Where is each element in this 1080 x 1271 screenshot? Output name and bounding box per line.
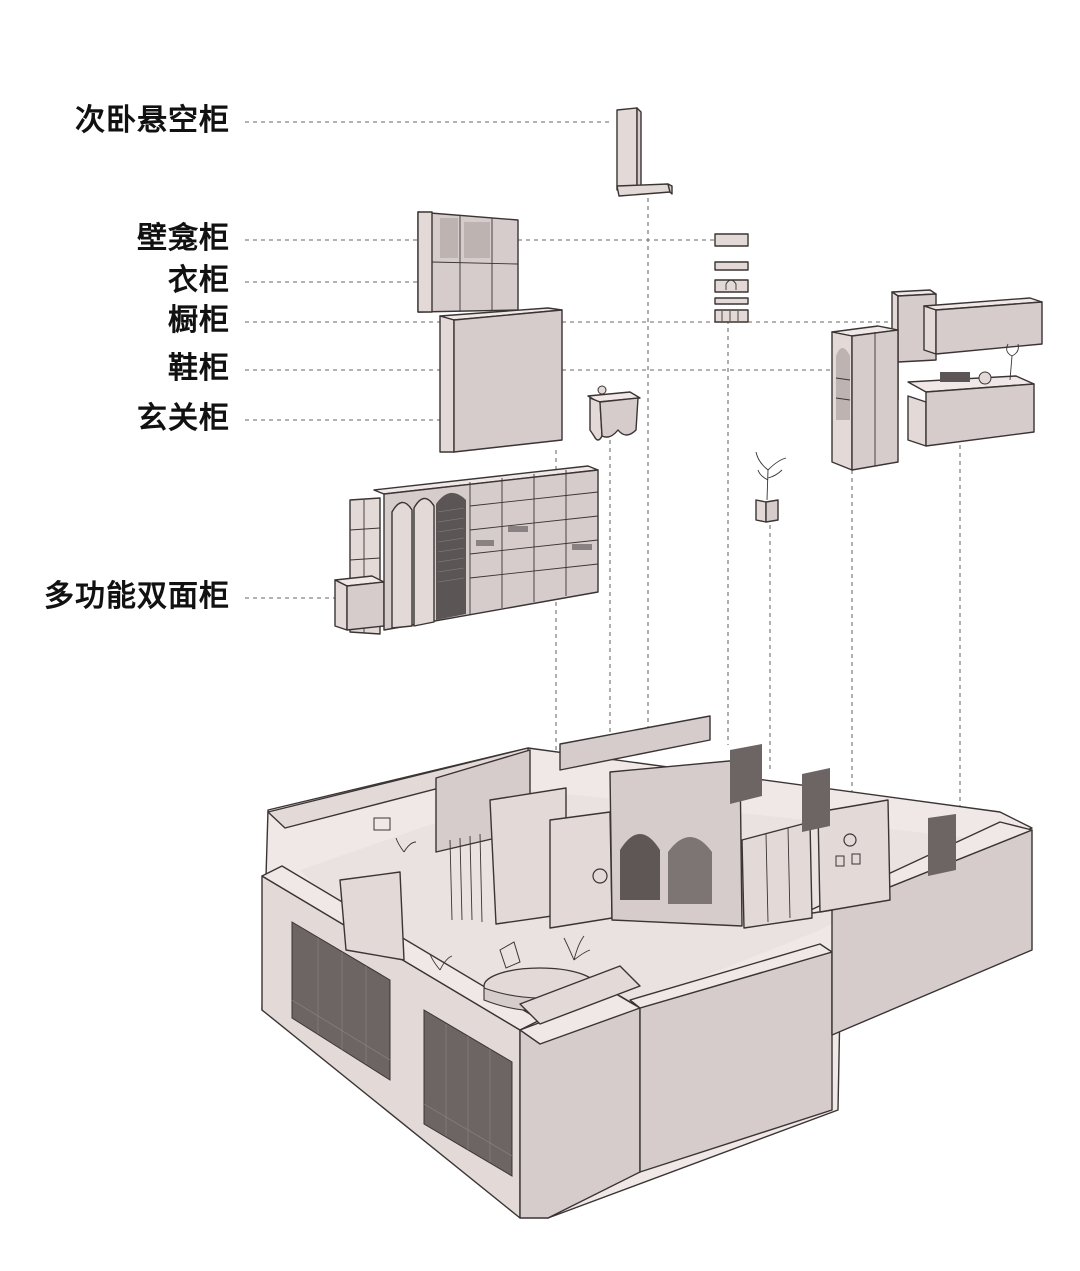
apartment-model — [261, 715, 1033, 1219]
arched-shoe-tower-model — [831, 325, 899, 471]
drop-lines — [555, 198, 961, 840]
label-niche-cabinet: 壁龛柜 — [137, 221, 230, 256]
label-shoe-cabinet: 鞋柜 — [168, 351, 230, 386]
multifunction-cabinet-model — [334, 465, 599, 635]
plant-pot-model — [755, 451, 787, 523]
kitchen-cabinet-model — [891, 289, 1043, 447]
entrance-cabinet-model — [587, 385, 641, 441]
label-entrance-cabinet: 玄关柜 — [137, 401, 230, 436]
label-hanging-cabinet: 次卧悬空柜 — [75, 103, 230, 138]
niche-wardrobe-model — [417, 211, 519, 313]
label-kitchen-cabinet: 橱柜 — [168, 303, 230, 338]
hanging-cabinet-model — [616, 107, 673, 197]
shoe-cabinet-model — [439, 307, 563, 453]
leader-lines — [245, 121, 892, 599]
label-wardrobe: 衣柜 — [168, 263, 230, 298]
label-multifunction-cabinet: 多功能双面柜 — [44, 579, 230, 614]
niche-shelves-model — [714, 233, 749, 323]
